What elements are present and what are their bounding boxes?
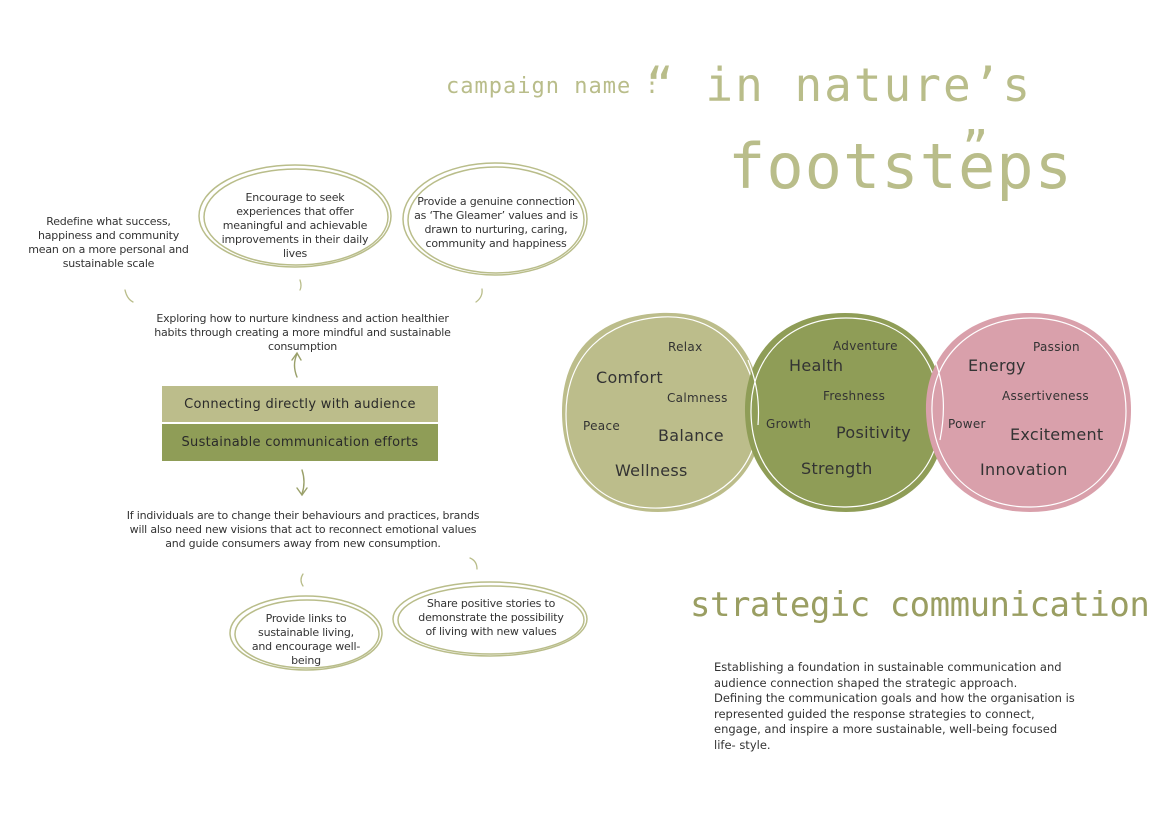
bubble-outline-2 bbox=[402, 162, 588, 276]
campaign-close-quote: ” bbox=[962, 122, 989, 173]
bubble-top-1-text: Encourage to seek experiences that offer… bbox=[221, 191, 369, 260]
strategic-line: audience connection shaped the strategic… bbox=[714, 675, 1018, 690]
strategic-line: Establishing a foundation in sustainable… bbox=[714, 660, 1062, 674]
word-energy: Energy bbox=[968, 356, 1026, 375]
arrow-up-icon bbox=[291, 351, 302, 378]
strategic-line: engage, and inspire a more sustainable, … bbox=[714, 722, 1058, 736]
bubble-outline-4 bbox=[392, 581, 588, 657]
circle-overlap-strokes bbox=[747, 359, 945, 441]
word-assertiveness: Assertiveness bbox=[1002, 389, 1089, 403]
word-excitement: Excitement bbox=[1010, 425, 1104, 444]
word-strength: Strength bbox=[801, 459, 873, 478]
explore-text: Exploring how to nurture kindness and ac… bbox=[154, 312, 451, 353]
bubble-top-2-text: Provide a genuine connection as ‘The Gle… bbox=[414, 195, 578, 250]
individuals-text: If individuals are to change their behav… bbox=[126, 509, 480, 550]
word-growth: Growth bbox=[766, 417, 812, 431]
strategic-line: Defining the communication goals and how… bbox=[714, 691, 1075, 705]
word-innovation: Innovation bbox=[980, 460, 1068, 479]
bubble-bottom-1-text: Provide links to sustainable living, and… bbox=[251, 612, 361, 667]
strategic-heading: strategic communication bbox=[690, 585, 1150, 625]
strategic-body: Establishing a foundation in sustainable… bbox=[714, 660, 1094, 753]
word-freshness: Freshness bbox=[823, 389, 886, 403]
strategic-line: life- style. bbox=[714, 737, 771, 752]
circle-right bbox=[925, 313, 1131, 512]
campaign-label: campaign name : bbox=[446, 74, 660, 99]
bubble-outline-1 bbox=[198, 164, 392, 268]
word-wellness: Wellness bbox=[615, 461, 688, 480]
bubble-bottom-2-text: Share positive stories to demonstrate th… bbox=[418, 597, 564, 638]
bar-sustainable-efforts: Sustainable communication efforts bbox=[162, 424, 438, 461]
circle-middle bbox=[744, 313, 946, 512]
bubble-outline-3 bbox=[229, 595, 383, 671]
word-adventure: Adventure bbox=[833, 339, 898, 353]
circle-left bbox=[562, 312, 763, 512]
campaign-title-line1: “ in nature’s bbox=[646, 58, 1033, 112]
word-health: Health bbox=[789, 356, 844, 375]
left-note: Redefine what success, happiness and com… bbox=[28, 215, 189, 270]
campaign-title-line2: footsteps bbox=[728, 130, 1073, 203]
word-calmness: Calmness bbox=[667, 391, 728, 405]
word-peace: Peace bbox=[583, 419, 621, 433]
connector-ticks bbox=[124, 279, 483, 587]
arrow-down-icon bbox=[296, 469, 308, 497]
word-balance: Balance bbox=[658, 426, 724, 445]
word-comfort: Comfort bbox=[596, 368, 663, 387]
strategic-line: represented guided the response strategi… bbox=[714, 706, 1035, 721]
bar-connecting-audience: Connecting directly with audience bbox=[162, 386, 438, 422]
word-relax: Relax bbox=[668, 340, 703, 354]
word-passion: Passion bbox=[1033, 340, 1080, 354]
word-power: Power bbox=[948, 417, 986, 431]
word-positivity: Positivity bbox=[836, 423, 912, 442]
